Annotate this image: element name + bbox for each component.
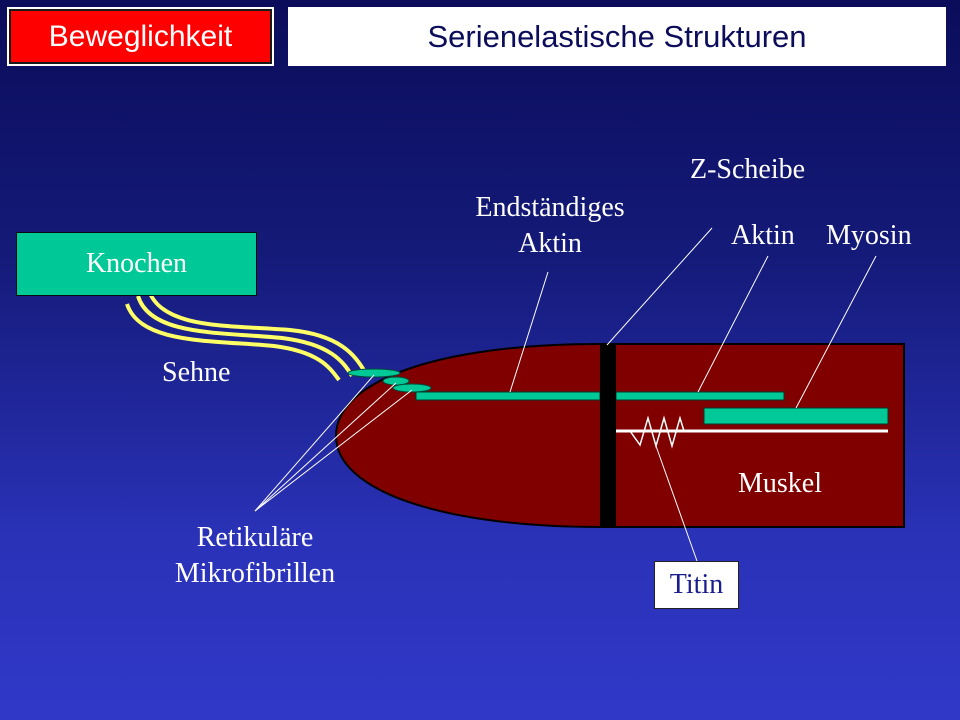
aktin-filament-left xyxy=(415,391,601,401)
muscle-body xyxy=(334,343,905,528)
pointer-z-scheibe xyxy=(606,227,713,346)
pointer-endstaendiges-aktin xyxy=(509,271,549,393)
retikulaere-label-line2: Mikrofibrillen xyxy=(174,558,336,589)
pointer-retikulaere-2 xyxy=(254,382,397,512)
topic-label: Beweglichkeit xyxy=(9,9,272,64)
sehne-label: Sehne xyxy=(162,357,231,388)
endstaendiges-aktin-line1: Endständiges xyxy=(475,192,625,223)
retikulaere-mikrofibrillen xyxy=(347,368,432,393)
knochen-box: Knochen xyxy=(16,232,257,296)
pointer-titin xyxy=(655,445,698,562)
pointer-retikulaere-3 xyxy=(254,389,413,512)
slide-title: Serienelastische Strukturen xyxy=(288,7,946,66)
retikulaere-label: Retikuläre Mikrofibrillen xyxy=(145,520,365,592)
z-scheibe-disc xyxy=(600,344,616,528)
myosin-filament xyxy=(703,407,889,425)
muskel-label: Muskel xyxy=(738,468,822,499)
tendon xyxy=(125,287,367,382)
pointer-aktin xyxy=(697,255,769,393)
titin-spring xyxy=(629,415,685,449)
pointer-retikulaere-1 xyxy=(254,374,375,512)
titin-box: Titin xyxy=(654,561,739,609)
aktin-filament-right xyxy=(615,391,785,401)
myosin-label: Myosin xyxy=(826,220,912,251)
endstaendiges-aktin-line2: Aktin xyxy=(518,228,582,259)
endstaendiges-aktin-label: Endständiges Aktin xyxy=(450,190,650,262)
retikulaere-label-line1: Retikuläre xyxy=(196,522,314,553)
z-scheibe-label: Z-Scheibe xyxy=(690,154,806,185)
pointer-myosin xyxy=(795,255,877,409)
topic-tab: Beweglichkeit xyxy=(7,7,274,66)
aktin-label: Aktin xyxy=(731,220,795,251)
